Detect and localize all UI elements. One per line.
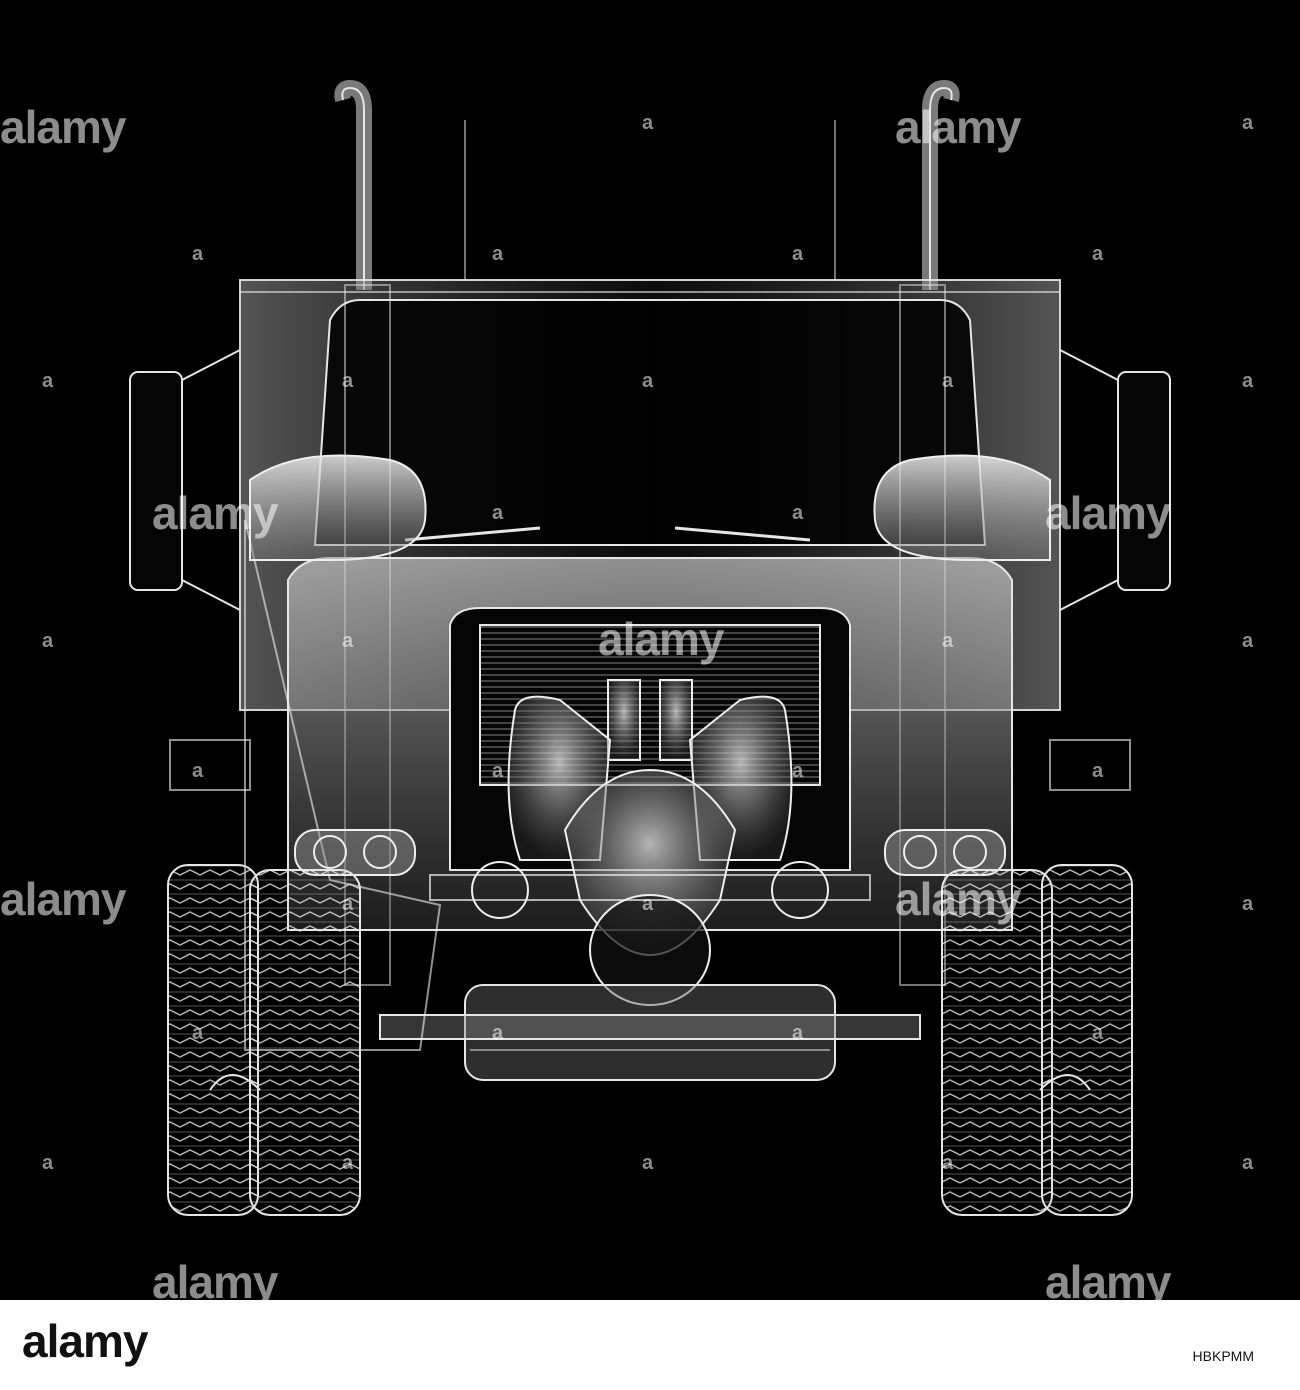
watermark-text: alamy bbox=[0, 873, 126, 925]
watermark-letter: a bbox=[492, 243, 503, 265]
watermark-text: alamy bbox=[1045, 1256, 1171, 1300]
watermark-letter: a bbox=[342, 630, 353, 652]
watermark-letter: a bbox=[642, 370, 653, 392]
watermark-text: alamy bbox=[0, 101, 126, 153]
watermark-letter: a bbox=[1092, 1022, 1103, 1044]
axle bbox=[379, 984, 921, 1081]
watermark-letter: a bbox=[42, 1152, 53, 1174]
watermark-letter: a bbox=[192, 1022, 203, 1044]
exhaust-stacks bbox=[334, 79, 960, 290]
truck-xray-illustration bbox=[129, 79, 1171, 1216]
watermark-letter: a bbox=[792, 243, 803, 265]
watermark-letter: a bbox=[1242, 1152, 1253, 1174]
brand-logo: alamy bbox=[22, 1315, 148, 1367]
footer-bar: alamy HBKPMM bbox=[0, 1300, 1300, 1390]
watermark-letter: a bbox=[1092, 760, 1103, 782]
watermark-letter: a bbox=[1242, 370, 1253, 392]
watermark-letter: a bbox=[342, 370, 353, 392]
side-mirrors bbox=[129, 349, 1171, 611]
watermark-letter: a bbox=[192, 760, 203, 782]
watermark-letter: a bbox=[492, 502, 503, 524]
watermark-letter: a bbox=[792, 760, 803, 782]
watermark-letter: a bbox=[342, 1152, 353, 1174]
watermark-letter: a bbox=[1242, 112, 1253, 134]
watermark-letter: a bbox=[642, 112, 653, 134]
watermark-letter: a bbox=[42, 630, 53, 652]
watermark-letter: a bbox=[642, 893, 653, 915]
watermark-letter: a bbox=[492, 760, 503, 782]
watermark-letter: a bbox=[492, 1022, 503, 1044]
watermark-letter: a bbox=[342, 893, 353, 915]
watermark-text: alamy bbox=[1045, 487, 1171, 539]
engine bbox=[429, 679, 871, 1006]
watermark-letter: a bbox=[1242, 630, 1253, 652]
watermark-text: alamy bbox=[152, 1256, 278, 1300]
wheels bbox=[167, 864, 1133, 1216]
watermark-letter: a bbox=[942, 630, 953, 652]
watermark-letter: a bbox=[42, 370, 53, 392]
watermark-letter: a bbox=[1242, 893, 1253, 915]
watermark-text: alamy bbox=[152, 487, 278, 539]
watermark-letter: a bbox=[642, 1152, 653, 1174]
watermark-letter: a bbox=[192, 243, 203, 265]
watermark-letter: a bbox=[942, 370, 953, 392]
watermark-letter: a bbox=[792, 1022, 803, 1044]
fenders-headlights bbox=[169, 454, 1131, 1051]
watermark-text: alamy bbox=[598, 613, 724, 665]
watermark-letter: a bbox=[942, 1152, 953, 1174]
watermark-letter: a bbox=[1092, 243, 1103, 265]
watermark-letter: a bbox=[792, 502, 803, 524]
watermark-text: alamy bbox=[895, 873, 1021, 925]
image-id: HBKPMM bbox=[1192, 1348, 1254, 1364]
xray-image: alamy alamy alamy alamy alamy alamy alam… bbox=[0, 0, 1300, 1300]
watermark-text: alamy bbox=[895, 101, 1021, 153]
